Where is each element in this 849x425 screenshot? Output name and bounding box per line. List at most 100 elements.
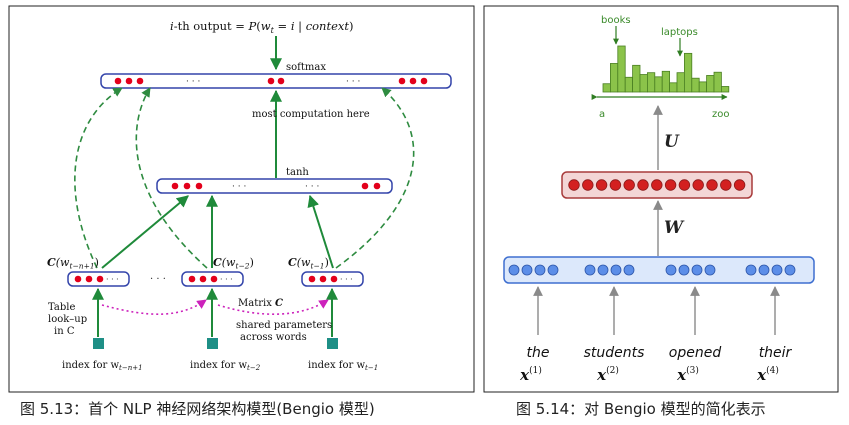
histogram-bar: [602, 83, 611, 93]
hidden-node: [623, 179, 635, 191]
tanh-label: tanh: [286, 167, 309, 178]
context-label-2: C(wt−2): [213, 256, 254, 271]
right-panel-frame: [483, 5, 839, 393]
output-histogram: [602, 45, 730, 93]
hidden-node: [568, 179, 580, 191]
histogram-bar: [684, 52, 693, 93]
shared-params-line-2: across words: [240, 332, 307, 343]
input-node: [547, 264, 559, 276]
table-lookup-line-1: Table: [48, 302, 75, 313]
hidden-node: [664, 179, 677, 191]
hidden-node: [733, 179, 746, 191]
index-square-1: [93, 338, 104, 349]
softmax-layer: [100, 73, 452, 89]
input-node: [758, 264, 770, 276]
tanh-ellipsis-left: · · ·: [232, 182, 246, 192]
emb1-to-tanh-arrow: [101, 195, 189, 269]
right-figure-caption: 图 5.14：对 Bengio 模型的简化表示: [516, 400, 766, 418]
histogram-bar: [706, 75, 715, 93]
histogram-bar: [632, 64, 641, 93]
embedding-layer-3: · · ·: [301, 271, 364, 287]
input-embedding-layer: [503, 256, 815, 284]
hidden-node: [706, 179, 718, 191]
index-label-1: index for wt−n+1: [62, 360, 143, 372]
embedding-layer-2: · · ·: [181, 271, 244, 287]
input-node: [597, 264, 609, 276]
word-4: their: [759, 345, 793, 361]
most-computation-label: most computation here: [252, 109, 370, 120]
hidden-node: [595, 179, 608, 191]
vocab-start-label: a: [599, 109, 605, 120]
word-1: the: [527, 345, 550, 361]
left-figure-caption: 图 5.13：首个 NLP 神经网络架构模型(Bengio 模型): [20, 400, 375, 418]
tanh-ellipsis-right: · · ·: [305, 182, 319, 192]
index-label-2: index for wt−2: [190, 360, 261, 372]
histogram-bar: [647, 72, 656, 93]
index-square-3: [327, 338, 338, 349]
hidden-node: [637, 179, 649, 191]
input-node: [508, 264, 520, 276]
input-node: [623, 264, 635, 276]
x2-label: x(2): [596, 365, 619, 384]
left-panel-frame: [8, 5, 475, 393]
softmax-label: softmax: [286, 62, 326, 73]
input-node: [704, 264, 716, 276]
shared-params-line-1: shared parameters: [236, 320, 332, 331]
books-label: books: [601, 15, 631, 26]
skip-connection-3: [335, 87, 415, 269]
middle-ellipsis: · · ·: [150, 274, 166, 285]
input-node: [534, 264, 546, 276]
laptops-label: laptops: [661, 27, 698, 38]
svg-text:· · ·: · · ·: [340, 275, 353, 284]
tanh-nodes: [171, 182, 381, 190]
svg-text:· · ·: · · ·: [106, 275, 119, 284]
histogram-bar: [713, 71, 722, 93]
shared-param-link-2: [217, 299, 329, 315]
input-node: [771, 264, 783, 276]
hidden-node: [678, 179, 691, 191]
embedding-layer-1: · · ·: [67, 271, 130, 287]
histogram-bar: [661, 70, 671, 93]
histogram-bar: [676, 72, 685, 93]
softmax-ellipsis-left: · · ·: [186, 77, 200, 87]
hidden-node: [720, 179, 732, 191]
softmax-ellipsis-right: · · ·: [346, 77, 360, 87]
histogram-bar: [721, 86, 730, 93]
histogram-bar: [669, 82, 678, 93]
tanh-layer: [156, 178, 393, 194]
index-label-3: index for wt−1: [308, 360, 378, 372]
u-matrix-label: U: [664, 132, 680, 152]
input-node: [521, 264, 533, 276]
hidden-node: [651, 179, 663, 191]
word-3: opened: [669, 345, 722, 361]
input-node: [678, 264, 690, 276]
histogram-bar: [617, 45, 626, 93]
x3-label: x(3): [676, 365, 699, 384]
vocab-end-label: zoo: [712, 109, 730, 120]
shared-param-link-1: [101, 299, 207, 315]
table-lookup-line-3: in C: [54, 326, 75, 337]
input-node: [745, 264, 757, 276]
output-label: i-th output = P(wt = i | context): [170, 19, 354, 35]
svg-text:· · ·: · · ·: [220, 275, 233, 284]
word-2: students: [584, 345, 645, 361]
context-label-3: C(wt−1): [288, 256, 329, 271]
hidden-node: [692, 179, 704, 191]
left-panel: i-th output = P(wt = i | context) softma…: [47, 19, 452, 372]
input-nodes: [508, 264, 796, 276]
softmax-nodes: [114, 77, 428, 85]
context-label-1: C(wt−n+1): [47, 256, 99, 271]
hidden-nodes: [568, 179, 746, 191]
emb3-to-tanh-arrow: [307, 194, 334, 269]
hidden-node: [582, 179, 594, 191]
histogram-bar: [624, 76, 634, 93]
index-square-2: [207, 338, 218, 349]
histogram-bar: [691, 77, 700, 93]
histogram-bar: [610, 63, 619, 93]
input-node: [665, 264, 677, 276]
histogram-bar: [639, 74, 648, 93]
skip-connection-1: [74, 87, 123, 269]
input-node: [584, 264, 596, 276]
hidden-node: [609, 179, 622, 191]
input-node: [610, 264, 622, 276]
